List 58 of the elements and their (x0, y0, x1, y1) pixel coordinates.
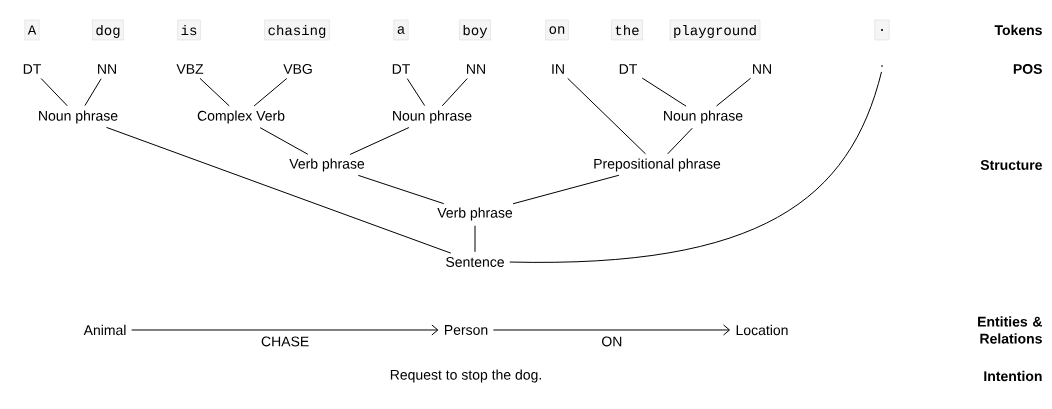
token-box: a (393, 19, 409, 41)
tree-line (259, 127, 309, 155)
edge-label: ON (602, 336, 622, 347)
tree-line (406, 78, 426, 107)
pos-tag: NN (467, 64, 485, 74)
tree-line (441, 78, 468, 107)
phrase-label: Noun phrase (39, 110, 118, 124)
entity-label: Location (736, 324, 788, 336)
row-heading: Tokens (994, 24, 1042, 36)
pos-tag: NN (753, 64, 771, 74)
intention-text: Request to stop the dog. (390, 369, 541, 383)
phrase-label: Noun phrase (664, 110, 743, 124)
pos-tag: DT (392, 64, 410, 74)
tree-line (40, 77, 68, 107)
token-box: is (177, 19, 201, 41)
token-box: the (611, 19, 643, 41)
token-box: . (874, 19, 890, 41)
pos-tag: DT (619, 64, 637, 74)
tree-line (199, 77, 230, 107)
edge-label: CHASE (261, 336, 309, 347)
phrase-label: Complex Verb (197, 110, 285, 124)
phrase-label: Verb phrase (289, 158, 365, 172)
token-box: chasing (264, 19, 330, 41)
entity-label: Animal (83, 324, 126, 336)
arrow (492, 324, 731, 336)
tree-line (512, 174, 620, 205)
tree-line (641, 77, 687, 107)
row-heading: Entities & Relations (978, 316, 1043, 344)
token-box: A (24, 19, 40, 41)
tree-line (253, 77, 288, 107)
arrow (131, 324, 439, 336)
tree-line (509, 71, 882, 263)
token-box: boy (459, 19, 491, 41)
token-box: on (545, 19, 569, 41)
pos-tag: VBG (283, 64, 312, 74)
row-heading: Intention (984, 370, 1042, 382)
tree-line (105, 126, 452, 254)
phrase-label: Sentence (446, 257, 504, 267)
phrase-label: Verb phrase (437, 207, 513, 221)
tree-line (667, 127, 693, 155)
tree-line (716, 77, 752, 107)
tree-line (474, 225, 476, 253)
pos-tag: IN (552, 64, 564, 74)
tree-line (567, 77, 647, 155)
row-heading: Structure (980, 160, 1042, 170)
pos-tag: . (881, 65, 883, 67)
pos-tag: DT (23, 64, 42, 74)
token-box: dog (92, 19, 124, 41)
row-heading: POS (1013, 64, 1042, 74)
tree-line (349, 127, 410, 155)
phrase-label: Prepositional phrase (594, 158, 721, 172)
pos-tag: VBZ (176, 64, 204, 74)
tree-line (84, 78, 102, 107)
tree-line (357, 174, 445, 205)
entity-label: Person (444, 325, 488, 335)
phrase-label: Noun phrase (393, 110, 472, 124)
pos-tag: NN (98, 64, 116, 74)
token-box: playground (669, 19, 761, 41)
